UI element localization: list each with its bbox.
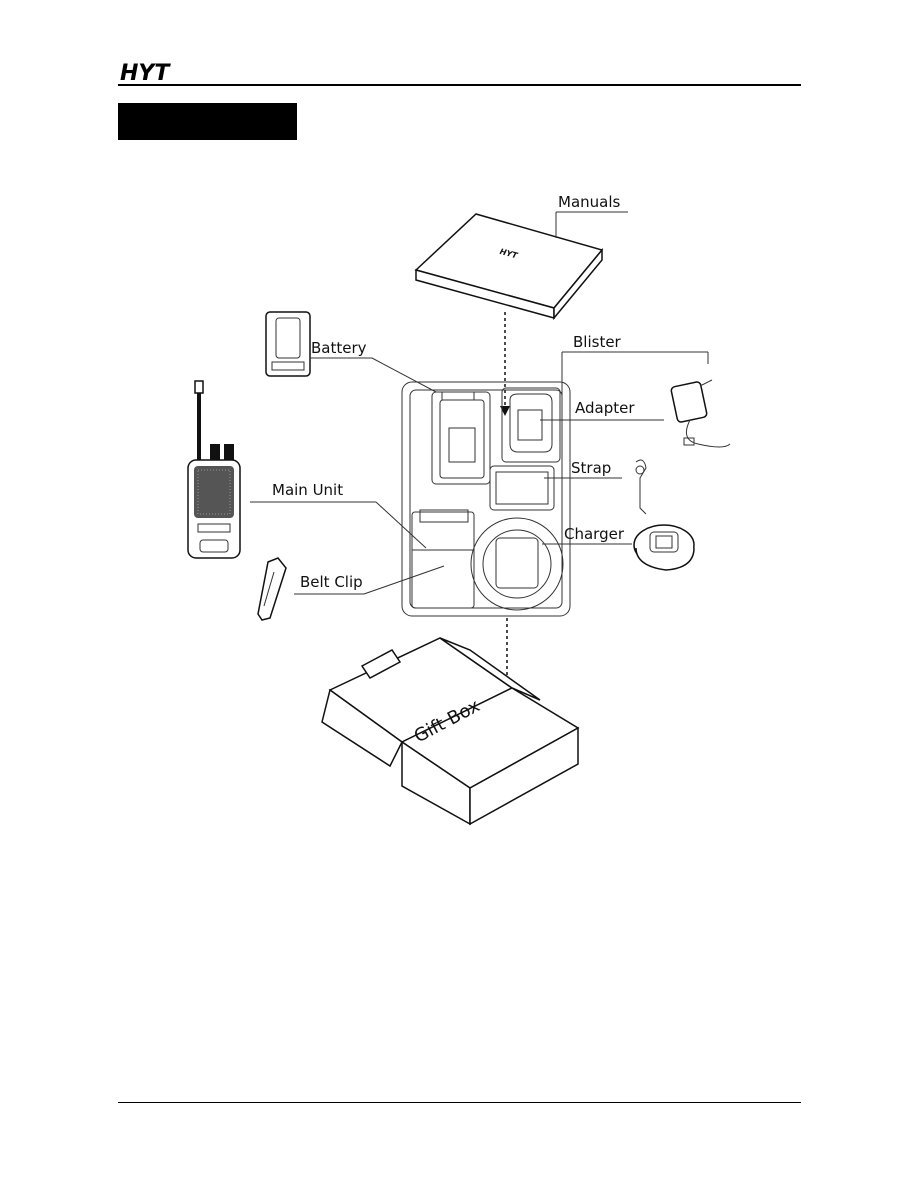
manuals-book: HYT xyxy=(414,213,604,321)
charger-item xyxy=(633,524,695,571)
blister-tray xyxy=(401,381,571,617)
svg-text:HYT: HYT xyxy=(120,61,171,84)
radio-main-unit xyxy=(187,380,241,559)
battery-label: Battery xyxy=(311,339,367,357)
charger-label: Charger xyxy=(564,525,625,543)
battery-item xyxy=(265,311,311,377)
header-rule xyxy=(118,84,801,86)
main-unit-label: Main Unit xyxy=(272,481,343,499)
section-title-bar xyxy=(118,103,297,140)
manuals-label: Manuals xyxy=(558,193,621,211)
adapter-item xyxy=(670,379,731,448)
footer-rule xyxy=(118,1102,801,1103)
hyt-logo: HYT xyxy=(120,61,171,84)
gift-box: Gift Box xyxy=(321,637,580,826)
blister-label: Blister xyxy=(573,333,622,351)
strap-item xyxy=(635,459,647,515)
belt-clip-label: Belt Clip xyxy=(300,573,363,591)
belt-clip-item xyxy=(257,557,287,621)
adapter-label: Adapter xyxy=(575,399,635,417)
strap-label: Strap xyxy=(571,459,611,477)
